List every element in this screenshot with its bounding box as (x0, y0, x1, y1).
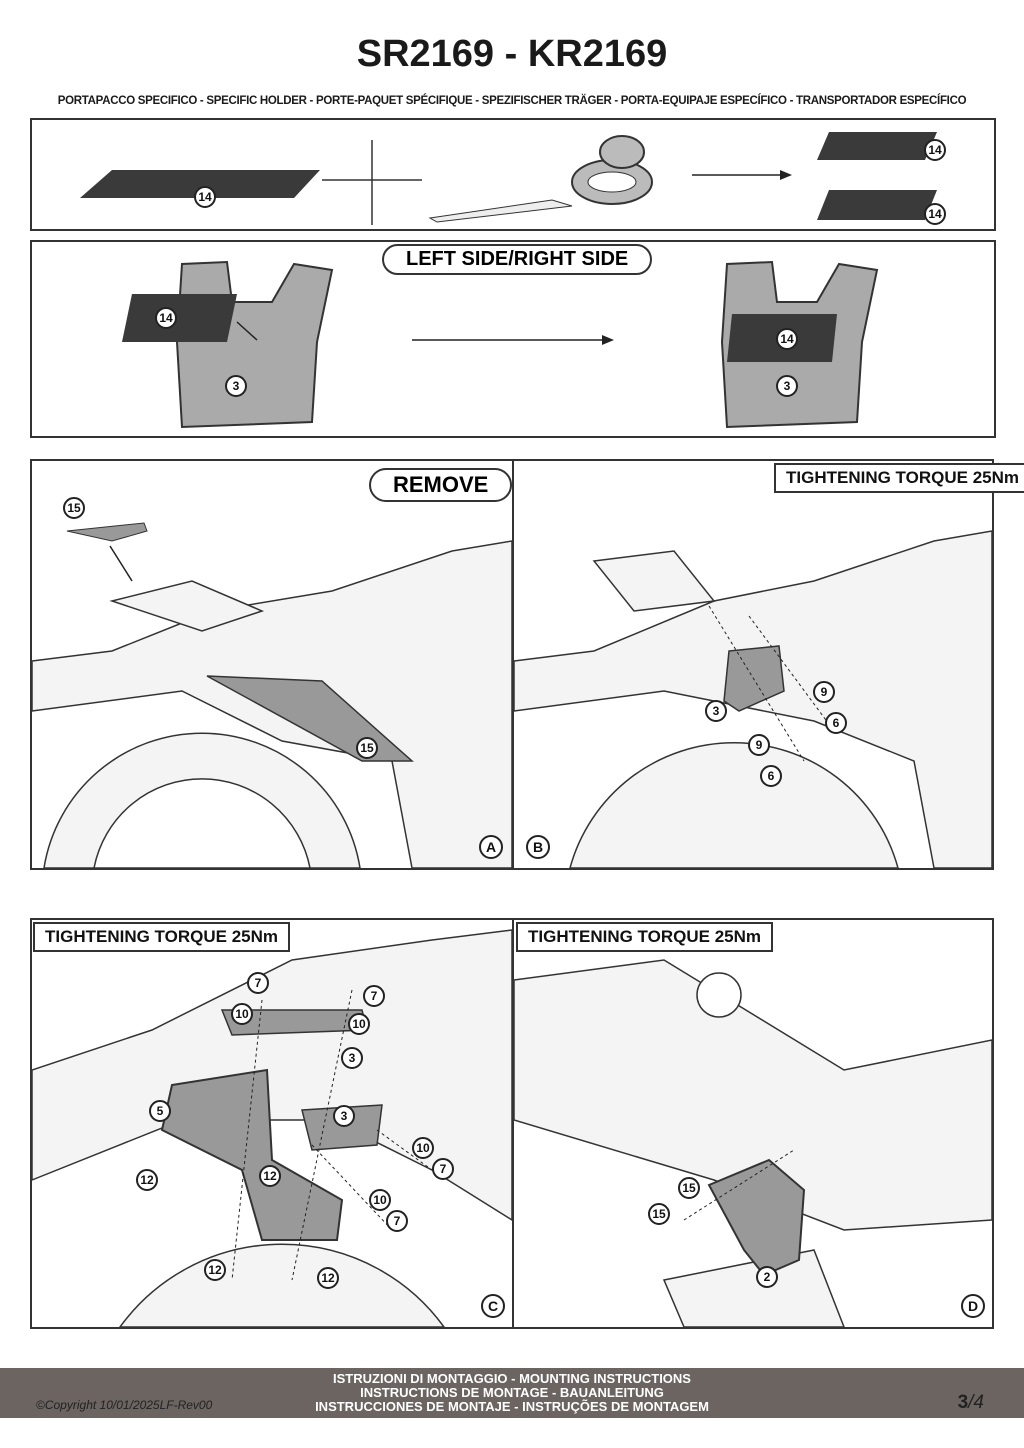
callout-part: 3 (341, 1047, 363, 1069)
total-pages: /4 (968, 1392, 984, 1413)
footer-line: INSTRUCTIONS DE MONTAGE - BAUANLEITUNG (360, 1385, 664, 1400)
panel-d (512, 918, 994, 1329)
current-page: 3 (957, 1392, 969, 1413)
copyright: ©Copyright 10/01/2025LF-Rev00 (36, 1398, 213, 1412)
motorcycle-rear-illustration (32, 522, 512, 868)
rear-bracket-illustration (514, 959, 992, 1327)
holder-mount-illustration (32, 929, 512, 1327)
scissors-icon (428, 135, 653, 223)
callout-part: 7 (432, 1158, 454, 1180)
panel-letter: A (479, 835, 503, 859)
callout-part: 3 (225, 375, 247, 397)
callout-part: 14 (924, 203, 946, 225)
callout-part: 12 (259, 1165, 281, 1187)
callout-part: 7 (363, 985, 385, 1007)
callout-part: 14 (194, 186, 216, 208)
panel-c (30, 918, 514, 1329)
callout-part: 15 (678, 1177, 700, 1199)
panel-letter: B (526, 835, 550, 859)
callout-part: 3 (705, 700, 727, 722)
callout-part: 14 (776, 328, 798, 350)
remove-label: REMOVE (369, 468, 513, 502)
cut-illustration (80, 132, 937, 225)
callout-part: 2 (756, 1266, 778, 1288)
callout-part: 15 (648, 1203, 670, 1225)
bracket-illustration (122, 260, 879, 429)
callout-part: 7 (247, 972, 269, 994)
callout-part: 3 (333, 1105, 355, 1127)
callout-part: 3 (776, 375, 798, 397)
footer-line: INSTRUCCIONES DE MONTAJE - INSTRUÇÕES DE… (315, 1399, 709, 1414)
callout-part: 7 (386, 1210, 408, 1232)
panel-a (30, 459, 514, 870)
torque-label: TIGHTENING TORQUE 25Nm (33, 922, 290, 952)
callout-part: 6 (760, 765, 782, 787)
callout-part: 15 (356, 737, 378, 759)
callout-part: 15 (63, 497, 85, 519)
callout-part: 10 (369, 1189, 391, 1211)
callout-part: 10 (412, 1137, 434, 1159)
callout-part: 6 (825, 712, 847, 734)
callout-part: 14 (155, 307, 177, 329)
page-title: SR2169 - KR2169 (356, 33, 668, 75)
callout-part: 12 (317, 1267, 339, 1289)
footer-titles: ISTRUZIONI DI MONTAGGIO - MOUNTING INSTR… (0, 1372, 1024, 1414)
panel-letter: C (481, 1294, 505, 1318)
torque-label: TIGHTENING TORQUE 25Nm (516, 922, 773, 952)
callout-part: 9 (813, 681, 835, 703)
page-subtitle: PORTAPACCO SPECIFICO - SPECIFIC HOLDER -… (57, 95, 967, 107)
callout-part: 10 (231, 1003, 253, 1025)
callout-part: 5 (149, 1100, 171, 1122)
callout-part: 9 (748, 734, 770, 756)
torque-label: TIGHTENING TORQUE 25Nm (774, 463, 1024, 493)
frame-bracket-illustration (514, 530, 992, 868)
footer-bar: ISTRUZIONI DI MONTAGGIO - MOUNTING INSTR… (0, 1368, 1024, 1418)
panel-b (512, 459, 994, 870)
callout-part: 12 (136, 1169, 158, 1191)
callout-part: 14 (924, 139, 946, 161)
footer-line: ISTRUZIONI DI MONTAGGIO - MOUNTING INSTR… (333, 1371, 691, 1386)
callout-part: 12 (204, 1259, 226, 1281)
callout-part: 10 (348, 1013, 370, 1035)
side-label: LEFT SIDE/RIGHT SIDE (382, 244, 653, 275)
page-number: 3/4 (958, 1392, 984, 1414)
step-cut-panel (30, 118, 996, 231)
panel-letter: D (961, 1294, 985, 1318)
